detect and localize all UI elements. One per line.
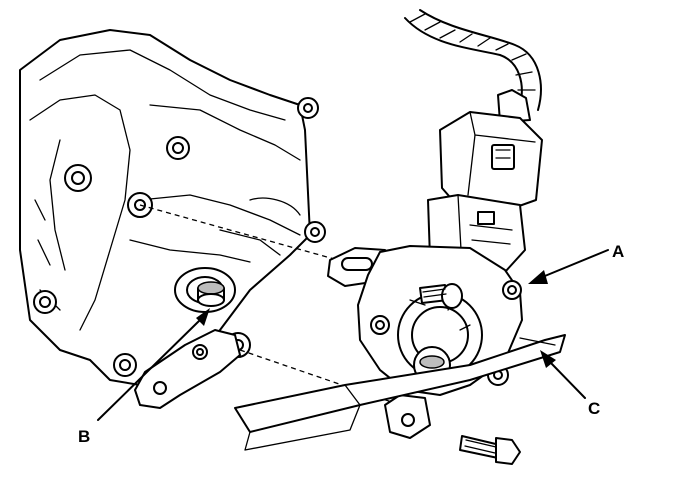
connector-icon bbox=[427, 111, 543, 273]
callout-label-b: B bbox=[78, 427, 91, 446]
range-switch-icon bbox=[327, 245, 523, 439]
bolt-icon bbox=[459, 435, 521, 465]
wire-harness-icon bbox=[404, 9, 542, 123]
leader-line-a bbox=[528, 249, 609, 284]
leader-line-c bbox=[540, 350, 586, 399]
callout-label-a: A bbox=[612, 242, 625, 261]
callout-label-c: C bbox=[588, 399, 601, 418]
alignment-tool-icon bbox=[234, 334, 566, 451]
shift-shaft-icon bbox=[174, 267, 236, 313]
leader-line-b bbox=[97, 308, 210, 421]
transmission-case-icon bbox=[19, 29, 326, 409]
